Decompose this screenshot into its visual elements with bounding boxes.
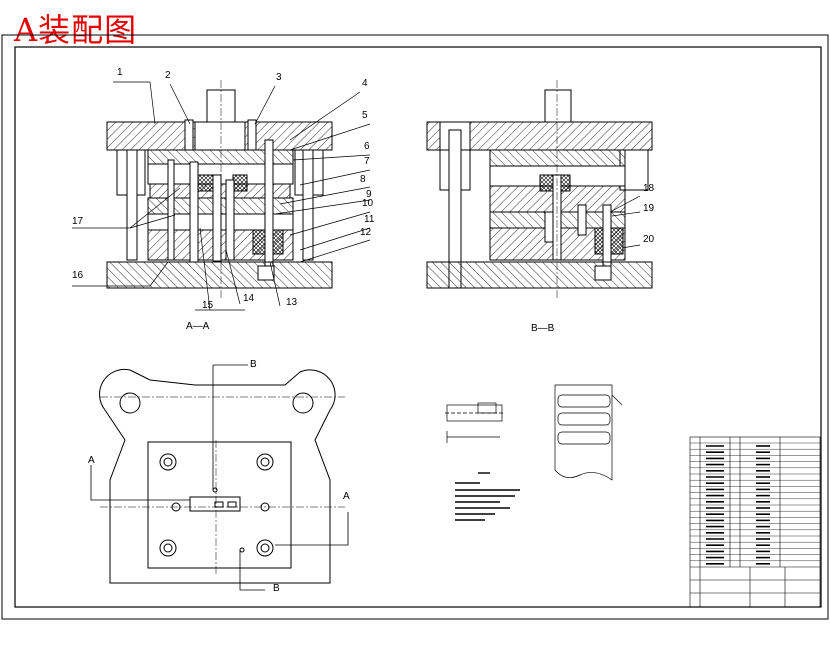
cut-mark-b-bottom: B — [273, 583, 280, 594]
part-label-18: 18 — [643, 183, 655, 194]
section-label-b-b: B—B — [531, 323, 555, 334]
drawing-title: A装配图 — [14, 11, 138, 49]
part-label-6: 6 — [364, 141, 370, 152]
part-label-3: 3 — [276, 72, 282, 83]
parts-list-rows — [690, 442, 820, 561]
part-label-14: 14 — [243, 293, 255, 304]
outer-border — [1, 34, 829, 620]
part-label-16: 16 — [72, 270, 84, 281]
parts-list-entries — [706, 445, 770, 565]
cut-mark-a-left: A — [88, 455, 95, 466]
cut-mark-a-right: A — [343, 491, 350, 502]
cut-mark-b-top: B — [250, 359, 257, 370]
leader-lines-b-b — [609, 195, 641, 249]
part-label-10: 10 — [362, 198, 374, 209]
parts-list-table — [689, 436, 821, 608]
part-label-15: 15 — [202, 300, 214, 311]
part-label-2: 2 — [165, 70, 171, 81]
part-label-9: 9 — [366, 189, 372, 200]
part-label-12: 12 — [360, 227, 372, 238]
part-label-8: 8 — [360, 174, 366, 185]
section-b-b-view — [426, 80, 653, 300]
leader-lines-a-a — [72, 81, 371, 311]
part-label-11: 11 — [364, 214, 375, 225]
section-label-a-a: A—A — [186, 321, 210, 332]
part-label-7: 7 — [364, 156, 370, 167]
inner-border — [14, 46, 822, 608]
technical-requirements-block — [455, 472, 520, 521]
part-label-4: 4 — [362, 78, 368, 89]
detail-views — [445, 384, 623, 481]
part-label-20: 20 — [643, 234, 655, 245]
part-label-19: 19 — [643, 203, 655, 214]
part-label-13: 13 — [286, 297, 298, 308]
part-label-1: 1 — [117, 67, 123, 78]
part-label-17: 17 — [72, 216, 84, 227]
top-plan-view — [90, 364, 349, 591]
part-label-5: 5 — [362, 110, 368, 121]
section-a-a-view — [106, 80, 333, 300]
